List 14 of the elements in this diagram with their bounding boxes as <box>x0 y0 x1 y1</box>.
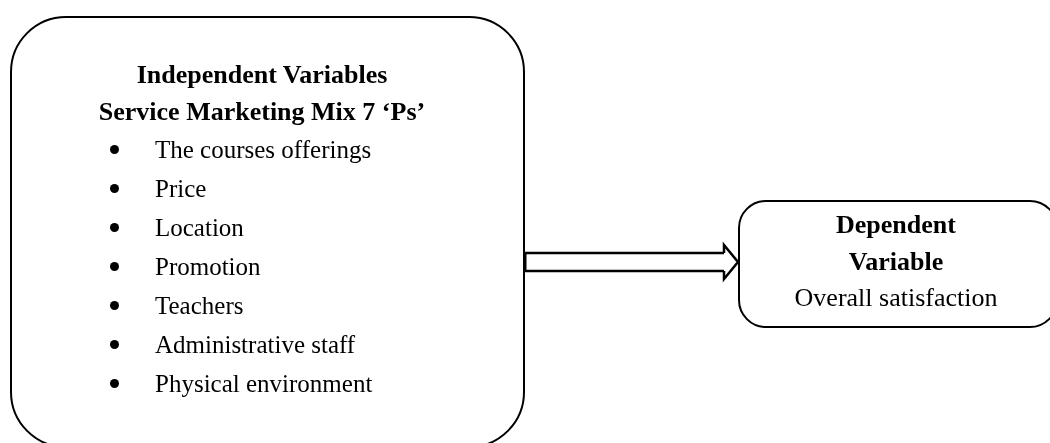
list-item: Location <box>155 213 244 243</box>
list-item: Administrative staff <box>155 330 356 360</box>
rounded-box <box>10 16 525 443</box>
rounded-box <box>738 200 1050 328</box>
list-item: Teachers <box>155 291 244 321</box>
list-item: Price <box>155 174 207 204</box>
list-item: The courses offerings <box>155 135 372 165</box>
heading: Service Marketing Mix 7 ‘Ps’ <box>97 96 427 128</box>
body-text: Overall satisfaction <box>794 282 998 314</box>
list-item: Physical environment <box>155 369 373 399</box>
heading: Dependent Variable <box>835 209 957 278</box>
heading: Independent Variables <box>135 59 389 91</box>
hollow-arrow <box>525 243 740 281</box>
list-item: Promotion <box>155 252 261 282</box>
